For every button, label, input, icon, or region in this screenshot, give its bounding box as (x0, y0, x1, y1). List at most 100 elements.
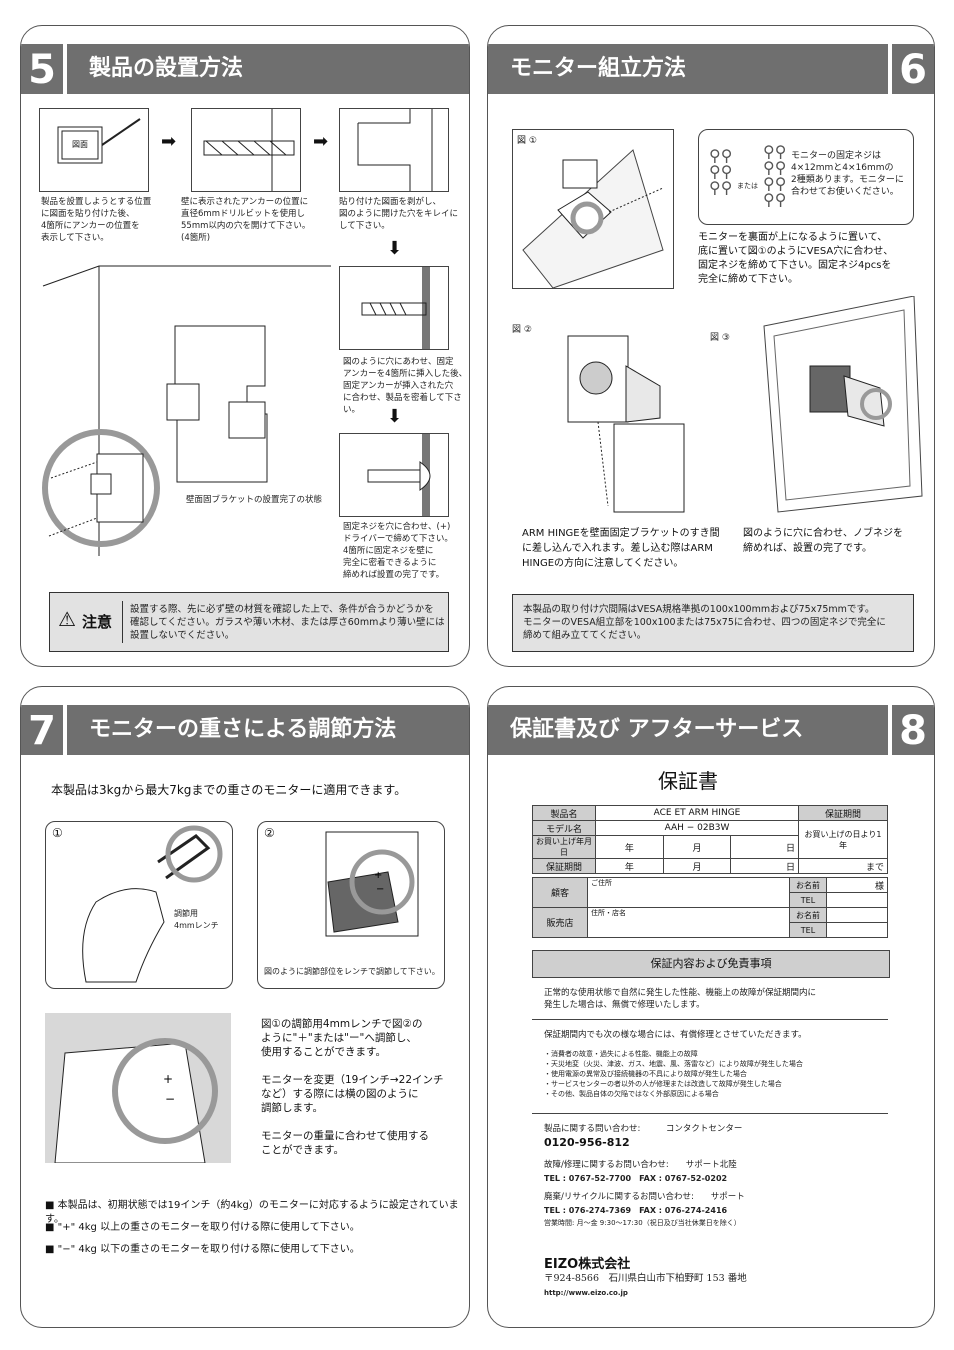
arrow-right-icon: ➡ (161, 131, 177, 152)
step-2-text: 壁に表示されたアンカーの位置に 直径6mmドリルビットを使用し 55mm以内の穴… (181, 197, 311, 243)
bullet-icon: ■ (45, 1222, 58, 1233)
contact-1-number: 0120-956-812 (544, 1136, 630, 1149)
free-repair-text: 正常的な使用状態で自然に発生した性能、機能上の故障が保証期間内に 発生した場合は… (544, 988, 817, 1010)
divider (532, 1113, 888, 1114)
section-title: 製品の設置方法 (67, 44, 469, 94)
figure-screw (339, 433, 449, 517)
day-label: 日 (730, 858, 799, 874)
company-url[interactable]: http://www.eizo.co.jp (544, 1289, 628, 1297)
section-number: 8 (892, 705, 934, 755)
figure-template: 図面 (39, 108, 149, 192)
vesa-mount-drawing (522, 149, 664, 289)
label-store: 販売店 (532, 907, 588, 938)
contact-2-label: 故障/修理に関するお問い合わせ: サポート北陸 (544, 1160, 737, 1170)
arrow-down-icon: ⬇ (387, 406, 403, 427)
figure-anchor (339, 266, 449, 350)
company-address: 〒924-8566 石川県白山市下柏野町 153 番地 (544, 1273, 747, 1284)
screws-icon: ⚲⚲⚲⚲⚲⚲⚲⚲ (763, 142, 787, 209)
label-purchase-date: お買い上げ年月日 (532, 835, 596, 859)
month-label: 月 (662, 835, 732, 859)
terms-band: 保証内容および免責事項 (532, 950, 890, 978)
section-title: モニター組立方法 (488, 44, 888, 94)
wrench-label: 調節用 4mmレンチ (174, 909, 219, 930)
year-label: 年 (595, 858, 664, 874)
label-period-2: 保証期間 (532, 858, 596, 874)
bullet-plus-text: "+" 4kg 以上の重さのモニターを取り付ける際に使用して下さい。 (57, 1222, 360, 1233)
label-tel: TEL (789, 922, 827, 938)
step-4-text: 図のように穴にあわせ、固定 アンカーを4箇所に挿入した後、 固定アンカーが挿入さ… (343, 357, 468, 415)
figure-1: 図 ① (512, 129, 674, 289)
warning-triangle-icon: ⚠ (58, 607, 76, 631)
caution-box: ⚠ 注意 設置する際、先に必ず壁の材質を確認した上で、条件が合うかどうかを 確認… (49, 592, 449, 652)
hinge-instruction: ARM HINGEを壁面固定ブラケットのすき間 に差し込んで入れます。差し込む際… (522, 528, 720, 569)
label-period: 保証期間 (798, 805, 888, 821)
value-period: お買い上げの日より1年 (798, 820, 888, 859)
figure-wrench: ① 調節用 4mmレンチ (45, 821, 233, 989)
vesa-note-text: 本製品の取り付け穴間隔はVESA規格準拠の100x100mmおよび75x75mm… (523, 604, 886, 641)
exclusions-list: ・消費者の故意・過失による性能、機能上の故障 ・天災地変（火災、津波、ガス、地震… (544, 1050, 803, 1098)
contact-3-label: 廃棄/リサイクルに関するお問い合わせ: サポート (544, 1192, 745, 1202)
bullet-icon: ■ (45, 1244, 58, 1255)
figure-2-label: 図 ② (512, 325, 532, 335)
figure-closeup: + − (45, 1013, 231, 1164)
section-installation: 5 製品の設置方法 図面 ➡ ➡ 製品を設置しようとする位置 に図面を貼り付けた… (20, 25, 470, 667)
section-monitor-assembly: モニター組立方法 6 図 ① ⚲⚲⚲⚲⚲⚲ または ⚲⚲⚲⚲⚲⚲⚲⚲ モニターの… (487, 25, 935, 667)
label-name: お名前 (789, 907, 827, 923)
arrow-down-icon: ⬇ (387, 238, 403, 259)
section-weight-adjust: 7 モニターの重さによる調節方法 本製品は3kgから最大7kgまでの重さのモニタ… (20, 686, 470, 1328)
completion-text: 図のように穴に合わせ、ノブネジを 締めれば、設置の完了です。 (743, 528, 903, 554)
value-store-tel (826, 922, 888, 938)
section-title: 保証書及び アフターサービス (488, 705, 888, 755)
label-product: 製品名 (532, 805, 596, 821)
figure-3-label: 図 ③ (710, 333, 730, 343)
section-number: 7 (21, 705, 63, 755)
step-3-text: 貼り付けた図面を剥がし、 図のように開けた穴をキレイに して下さい。 (339, 197, 459, 231)
figure-hole (339, 108, 449, 192)
section-title: モニターの重さによる調節方法 (67, 705, 469, 755)
installed-caption: 壁面固ブラケットの設置完了の状態 (186, 495, 323, 505)
bullet-default-text: 本製品は、初期状態では19インチ（約4kg）のモニターに対応するように設定されて… (45, 1200, 459, 1225)
or-text: または (737, 182, 758, 190)
template-label: 図面 (72, 140, 88, 149)
screw-info-text: モニターの固定ネジは 4×12mmと4×16mmの 2種類あります。モニターに … (791, 151, 904, 197)
svg-text:−: − (165, 1092, 175, 1106)
screw-drawing (367, 434, 431, 516)
vesa-note-box: 本製品の取り付け穴間隔はVESA規格準拠の100x100mmおよび75x75mm… (512, 594, 914, 652)
hole-drawing (357, 109, 433, 191)
label-store-address: 住所・店名 (587, 907, 790, 938)
bullet-default: ■ 本製品は、初期状態では19インチ（約4kg）のモニターに対応するように設定さ… (45, 1199, 469, 1227)
bullet-minus: ■ "−" 4kg 以下の重さのモニターを取り付ける際に使用して下さい。 (45, 1243, 360, 1257)
adjuster-drawing: + − (325, 831, 419, 937)
circle-1-label: ① (52, 826, 63, 840)
customer-table: 顧客 ご住所 お名前 様 TEL 販売店 住所・店名 お名前 TEL (532, 877, 888, 938)
warranty-table: 製品名 ACE ET ARM HINGE 保証期間 モデル名 AAH − 02B… (532, 805, 888, 874)
caution-divider (122, 601, 123, 643)
label-name: お名前 (789, 877, 827, 893)
value-tel (826, 892, 888, 908)
circle-2-label: ② (264, 826, 275, 840)
contact-2-number: TEL : 0767-52-7700 FAX : 0767-52-0202 (544, 1174, 728, 1183)
caution-label: 注意 (82, 613, 113, 631)
day-label: 日 (730, 835, 799, 859)
adjust-caption: 図のように調節部位をレンチで調節して下さい。 (264, 967, 440, 976)
screws-icon: ⚲⚲⚲⚲⚲⚲ (709, 146, 733, 197)
label-address: ご住所 (587, 877, 790, 908)
step-5-text: 固定ネジを穴に合わせ、(+) ドライバーで締めて下さい。 4箇所に固定ネジを壁に… (343, 522, 453, 580)
figure-1-label: 図 ① (517, 136, 537, 146)
assembly-instruction: モニターを裏面が上になるように置いて、 底に置いて図①のようにVESA穴に合わせ… (698, 232, 894, 285)
label-customer: 顧客 (532, 877, 588, 908)
arm-hinge-drawing (567, 335, 685, 513)
anchor-drawing (361, 267, 430, 349)
section-warranty: 保証書及び アフターサービス 8 保証書 製品名 ACE ET ARM HING… (487, 686, 935, 1328)
value-model: AAH − 02B3W (595, 820, 799, 836)
value-product: ACE ET ARM HINGE (595, 805, 799, 821)
adjust-instructions: 図①の調節用4mmレンチで図②の ように"＋"または"ー"へ調節し、 使用するこ… (261, 1018, 444, 1156)
warranty-title: 保証書 (658, 769, 718, 793)
until-label: まで (798, 858, 888, 874)
wall-bracket-drawing (42, 265, 331, 556)
honorific: 様 (826, 877, 888, 893)
contact-1-label: 製品に関する問い合わせ: コンタクトセンター (544, 1124, 743, 1134)
svg-text:−: − (376, 884, 384, 895)
figure-adjust: ② + − 図のように調節部位をレンチで調節して下さい。 (257, 821, 445, 989)
screw-info-box: ⚲⚲⚲⚲⚲⚲ または ⚲⚲⚲⚲⚲⚲⚲⚲ モニターの固定ネジは 4×12mmと4×… (698, 129, 914, 225)
